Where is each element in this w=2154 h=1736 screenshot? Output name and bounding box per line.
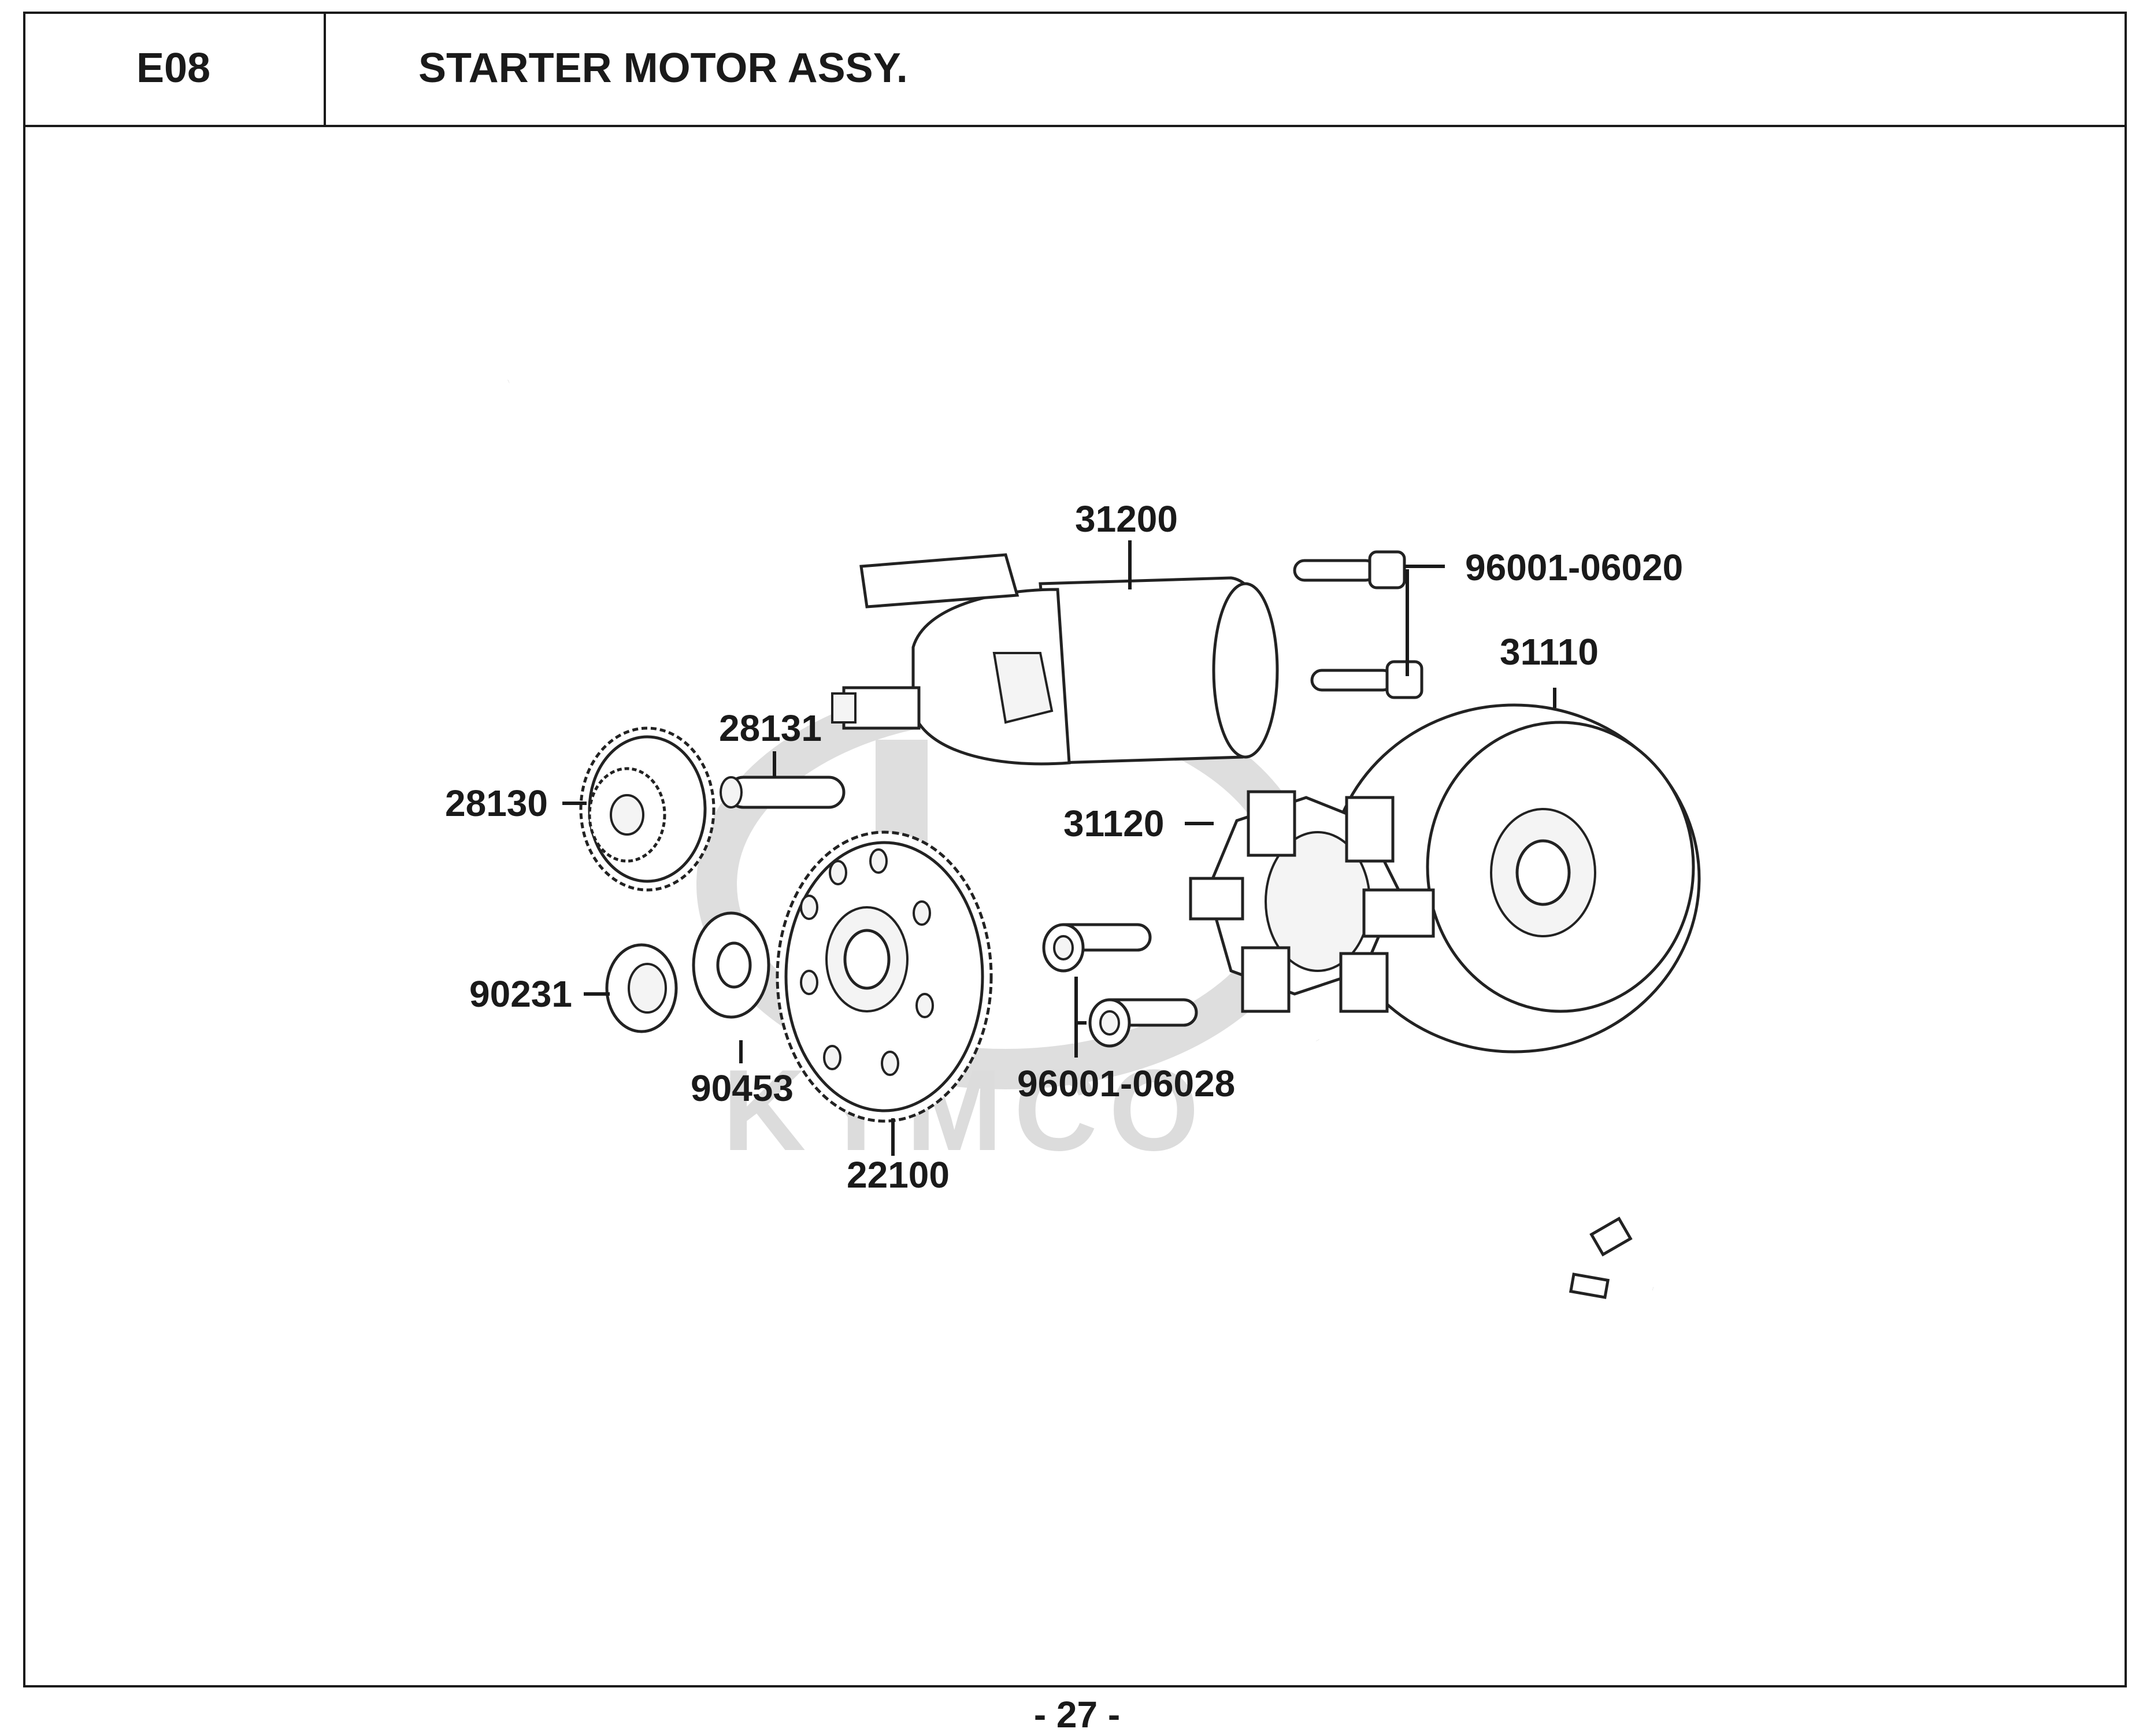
label-96001-06020: 96001-06020: [1465, 547, 1683, 588]
bolt-upper-pair: [1293, 550, 1423, 699]
bolt-lower-pair: [1042, 923, 1198, 1048]
page-title: STARTER MOTOR ASSY.: [326, 12, 2127, 127]
label-31110: 31110: [1500, 631, 1599, 673]
label-28131: 28131: [719, 707, 822, 749]
starter-motor: [831, 553, 1279, 766]
label-28130: 28130: [445, 782, 548, 824]
label-90453: 90453: [691, 1067, 794, 1109]
stator: [1189, 790, 1435, 1013]
shaft-28131: [720, 776, 846, 809]
page-frame: [23, 12, 2127, 1687]
section-code: E08: [23, 12, 326, 127]
label-90231: 90231: [469, 973, 572, 1015]
page-number: - 27 -: [1033, 1694, 1121, 1735]
stator-wiring: [1315, 1038, 1654, 1299]
gear-22100: [776, 830, 993, 1123]
label-31120: 31120: [1063, 803, 1164, 844]
nut-90231: [605, 943, 678, 1033]
washer-90453: [692, 911, 770, 1019]
gear-28130: [579, 726, 715, 892]
leader-lines: [562, 540, 1556, 1156]
label-22100: 22100: [847, 1154, 950, 1196]
starter-cable: [502, 334, 902, 609]
label-96001-06028: 96001-06028: [1017, 1063, 1235, 1104]
label-31200: 31200: [1075, 498, 1178, 540]
